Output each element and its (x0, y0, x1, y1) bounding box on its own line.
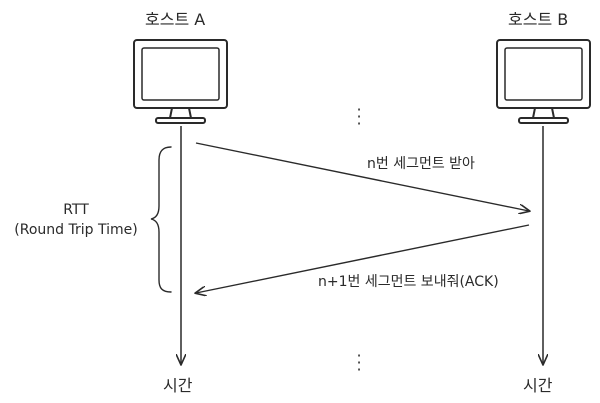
time-axis-b-label: 시간 (523, 376, 553, 395)
host-a-monitor-icon (133, 39, 228, 124)
rtt-label: RTT (Round Trip Time) (6, 200, 146, 240)
host-b-label: 호스트 B (508, 10, 569, 29)
host-b-monitor-icon (496, 39, 591, 124)
rtt-brace (150, 146, 172, 293)
time-axis-a-label: 시간 (163, 376, 193, 395)
ack-label: n+1번 세그먼트 보내줘(ACK) (318, 274, 499, 290)
ellipsis-bottom: ··· (356, 346, 362, 379)
segment-send-arrow (195, 142, 529, 211)
segment-send-label: n번 세그먼트 받아 (367, 156, 475, 172)
ack-arrow (196, 224, 530, 293)
host-a-label: 호스트 A (145, 10, 206, 29)
rtt-title: RTT (63, 202, 89, 218)
rtt-subtitle: (Round Trip Time) (14, 222, 138, 238)
ellipsis-top: ··· (356, 100, 362, 133)
